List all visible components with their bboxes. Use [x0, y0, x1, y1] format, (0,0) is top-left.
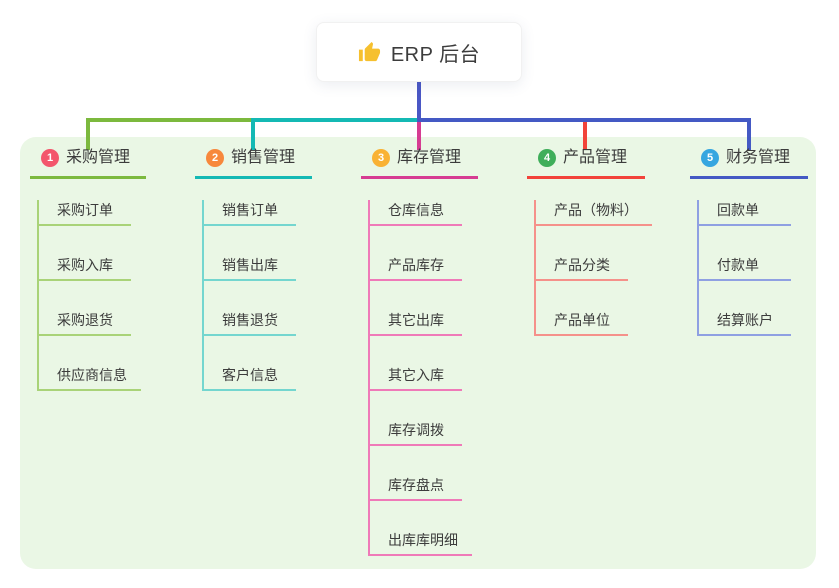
connector-line [417, 118, 751, 122]
child-topic[interactable]: 销售退货 [204, 310, 296, 336]
root-node[interactable]: ERP 后台 [316, 22, 522, 82]
connector-line [417, 82, 421, 122]
connector-line [251, 118, 417, 122]
connector-line [417, 118, 421, 150]
branches-panel [20, 137, 816, 569]
branch-title[interactable]: 5 财务管理 [690, 147, 808, 179]
child-topic[interactable]: 其它入库 [370, 365, 462, 391]
branch-title[interactable]: 3 库存管理 [361, 147, 478, 179]
branch-title-label: 采购管理 [66, 149, 131, 166]
child-topic[interactable]: 回款单 [699, 200, 791, 226]
child-topic[interactable]: 采购入库 [39, 255, 131, 281]
branch-number-badge: 2 [206, 149, 224, 167]
child-topic[interactable]: 仓库信息 [370, 200, 462, 226]
child-topic[interactable]: 其它出库 [370, 310, 462, 336]
branch-title[interactable]: 2 销售管理 [195, 147, 312, 179]
connector-line [251, 118, 255, 150]
root-node-label: ERP 后台 [390, 43, 481, 66]
child-topic[interactable]: 库存调拨 [370, 420, 462, 446]
child-topic[interactable]: 客户信息 [204, 365, 296, 391]
branch-node-4: 4 产品管理 产品（物料） 产品分类产品单位 [527, 147, 652, 336]
child-topic[interactable]: 产品库存 [370, 255, 462, 281]
branch-children: 采购订单采购入库采购退货供应商信息 [37, 200, 146, 391]
branch-node-2: 2 销售管理 销售订单销售出库销售退货客户信息 [195, 147, 312, 391]
child-topic[interactable]: 产品单位 [536, 310, 628, 336]
branch-children: 回款单付款单结算账户 [697, 200, 808, 336]
child-topic[interactable]: 产品分类 [536, 255, 628, 281]
child-topic[interactable]: 供应商信息 [39, 365, 141, 391]
child-topic[interactable]: 产品（物料） [536, 200, 652, 226]
branch-children: 产品（物料） 产品分类产品单位 [534, 200, 652, 336]
branch-title[interactable]: 1 采购管理 [30, 147, 146, 179]
branch-number-badge: 1 [41, 149, 59, 167]
connector-line [86, 118, 255, 122]
child-topic[interactable]: 结算账户 [699, 310, 791, 336]
branch-title-label: 财务管理 [726, 149, 791, 166]
child-topic[interactable]: 采购退货 [39, 310, 131, 336]
connector-line [86, 118, 90, 150]
connector-line [747, 118, 751, 150]
branch-title-label: 库存管理 [397, 149, 462, 166]
branch-title-label: 销售管理 [231, 149, 296, 166]
child-topic[interactable]: 出库库明细 [370, 530, 472, 556]
branch-title[interactable]: 4 产品管理 [527, 147, 645, 179]
branch-node-3: 3 库存管理 仓库信息产品库存其它出库其它入库库存调拨库存盘点出库库明细 [361, 147, 478, 556]
connector-line [583, 118, 587, 150]
child-topic[interactable]: 付款单 [699, 255, 791, 281]
branch-number-badge: 5 [701, 149, 719, 167]
child-topic[interactable]: 销售订单 [204, 200, 296, 226]
child-topic[interactable]: 采购订单 [39, 200, 131, 226]
branch-number-badge: 3 [372, 149, 390, 167]
branch-title-label: 产品管理 [563, 149, 628, 166]
branch-number-badge: 4 [538, 149, 556, 167]
branch-children: 仓库信息产品库存其它出库其它入库库存调拨库存盘点出库库明细 [368, 200, 478, 556]
thumbs-up-icon [358, 41, 380, 61]
branch-node-5: 5 财务管理 回款单付款单结算账户 [690, 147, 808, 336]
child-topic[interactable]: 销售出库 [204, 255, 296, 281]
child-topic[interactable]: 库存盘点 [370, 475, 462, 501]
branch-node-1: 1 采购管理 采购订单采购入库采购退货供应商信息 [30, 147, 146, 391]
branch-children: 销售订单销售出库销售退货客户信息 [202, 200, 312, 391]
